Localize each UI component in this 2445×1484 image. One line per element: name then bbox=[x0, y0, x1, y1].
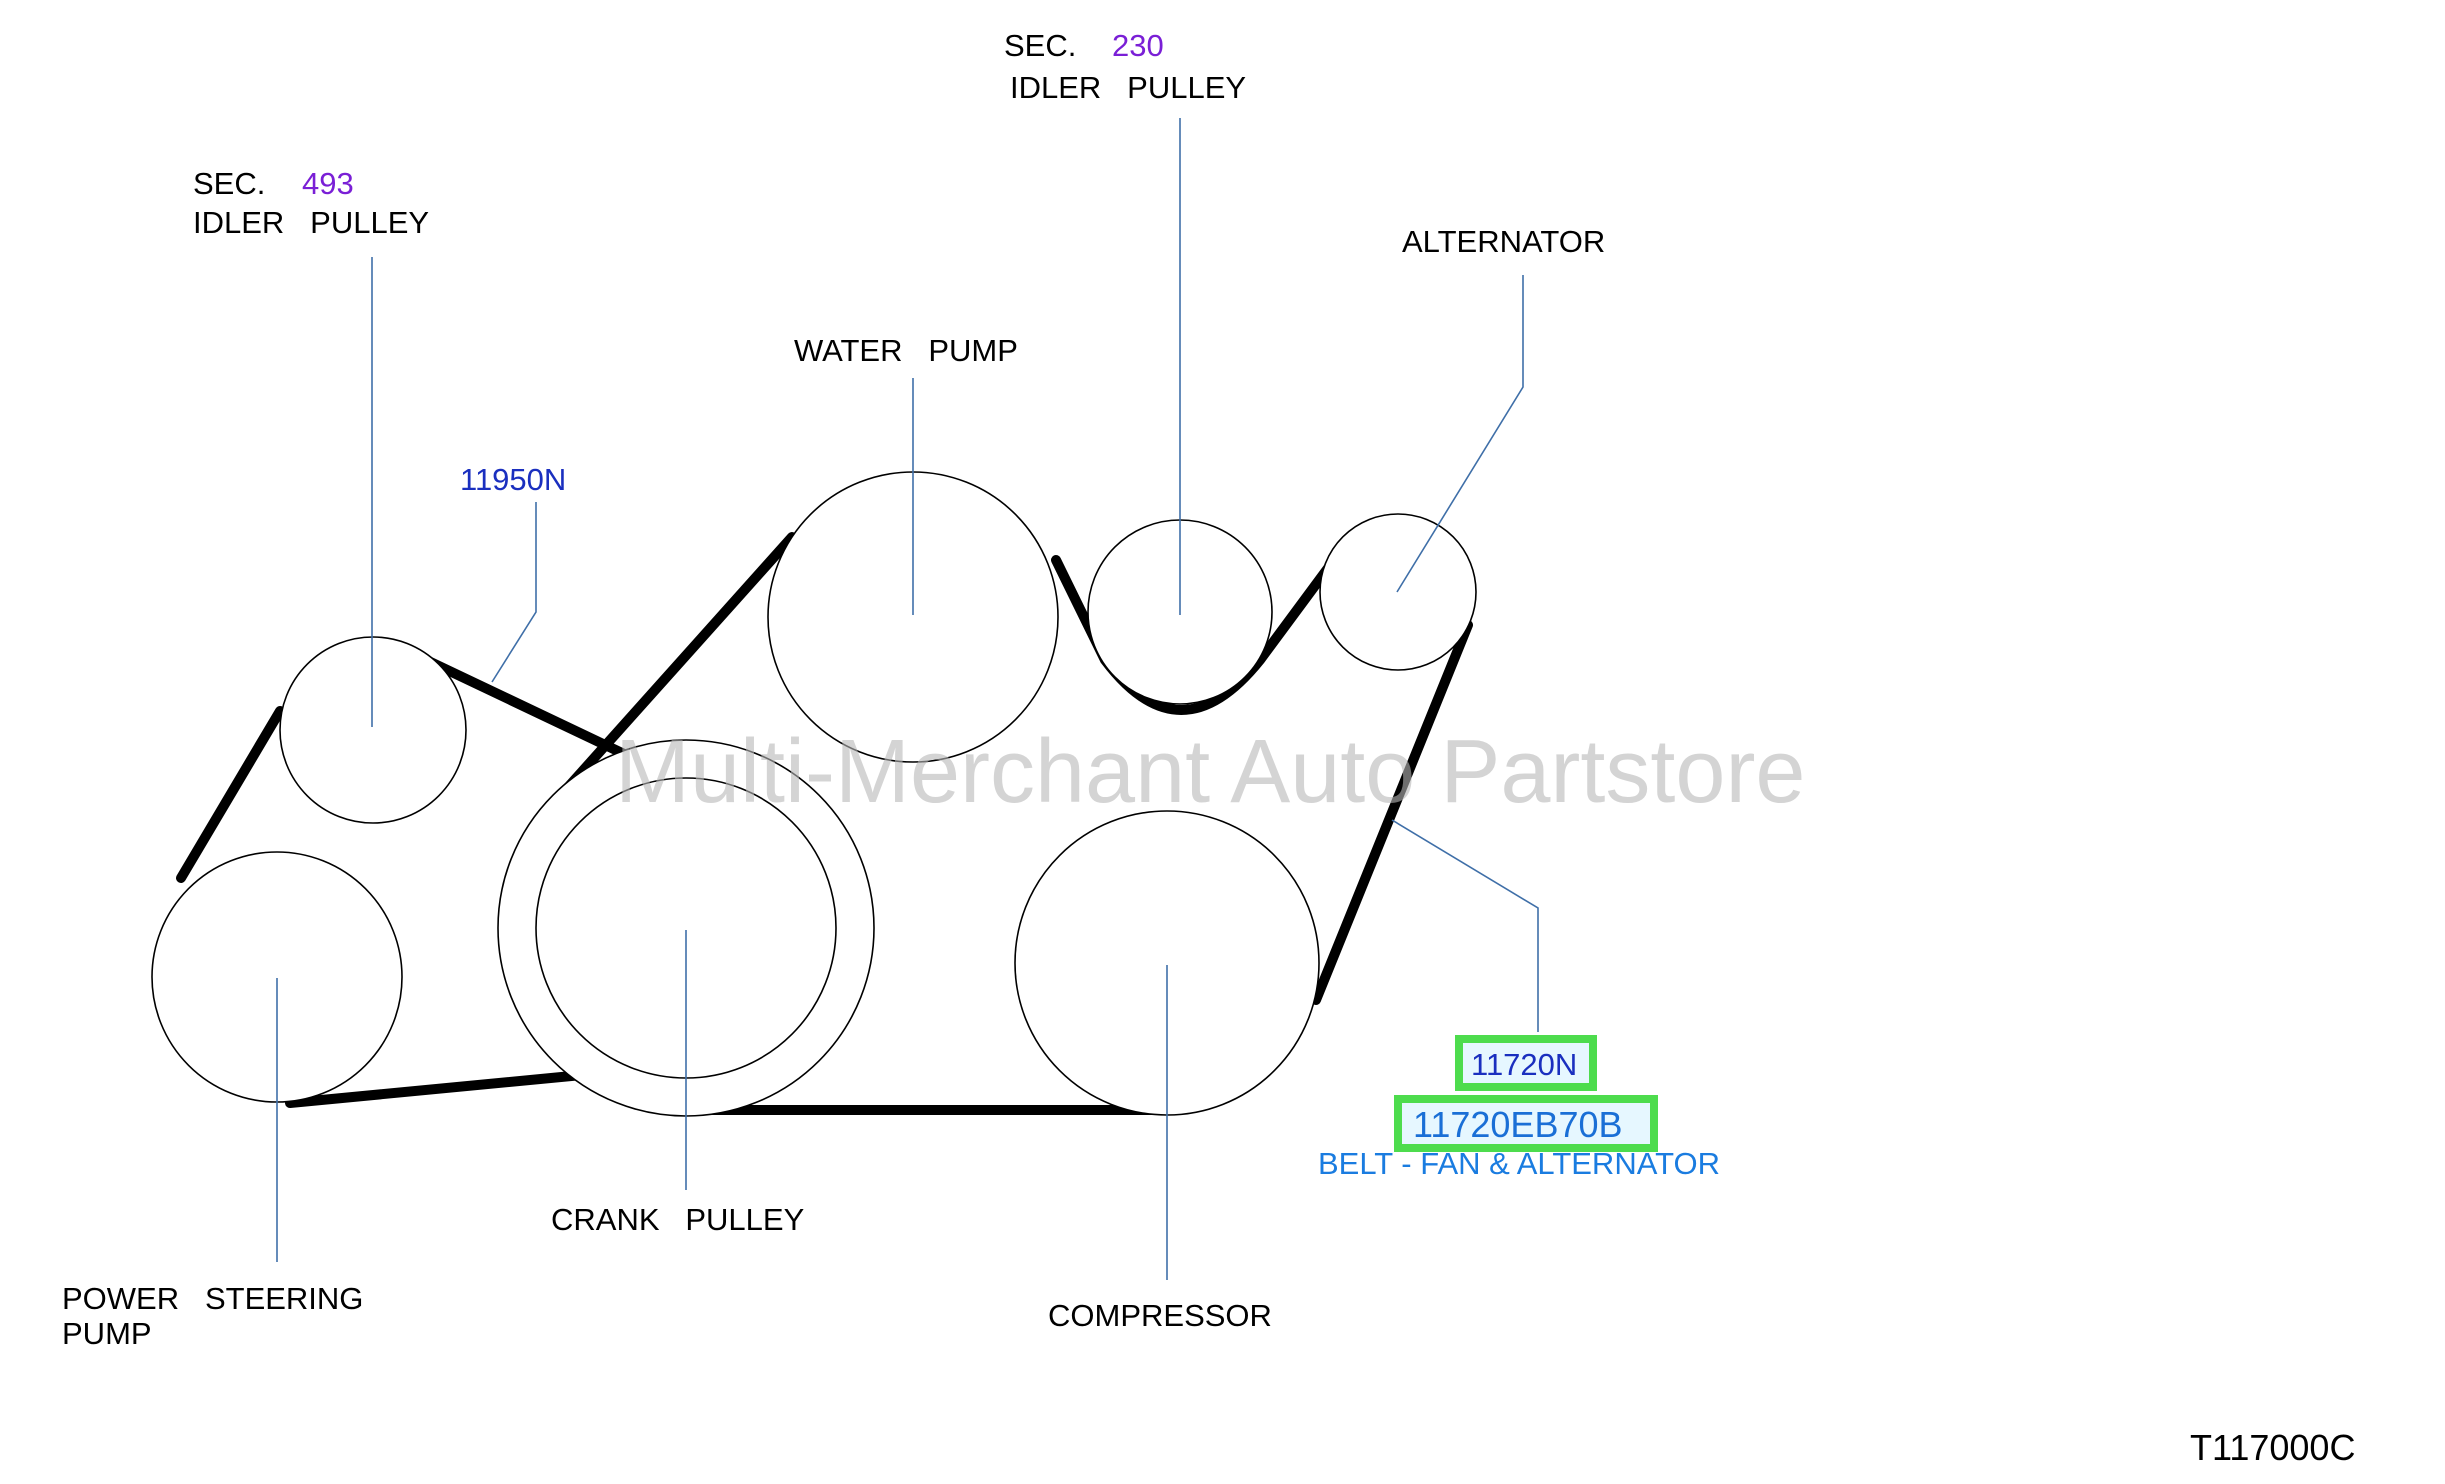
sec-230-idler-pulley-label: IDLER PULLEY bbox=[1010, 70, 1246, 105]
diagram-code: T117000C bbox=[2190, 1427, 2355, 1468]
sec-230-prefix: SEC. bbox=[1004, 28, 1076, 63]
ref-11720n-link[interactable]: 11720N bbox=[1471, 1047, 1577, 1082]
power-steering-label-line2: PUMP bbox=[62, 1316, 152, 1351]
leader-lines bbox=[276, 118, 1539, 1280]
sec-493-idler-pulley-label: IDLER PULLEY bbox=[193, 205, 429, 240]
water-pump-label: WATER PUMP bbox=[794, 333, 1018, 368]
part-number-highlight bbox=[1394, 1095, 1658, 1152]
alternator-label: ALTERNATOR bbox=[1402, 224, 1605, 259]
compressor-label: COMPRESSOR bbox=[1048, 1298, 1272, 1333]
sec-493-link[interactable]: 493 bbox=[302, 166, 354, 201]
power-steering-label-line1: POWER STEERING bbox=[62, 1281, 363, 1316]
watermark: Multi-Merchant Auto Partstore bbox=[615, 722, 1805, 822]
part-number-link[interactable]: 11720EB70B bbox=[1413, 1104, 1623, 1145]
ref-11950n-link[interactable]: 11950N bbox=[460, 462, 566, 497]
sec-493-prefix: SEC. bbox=[193, 166, 265, 201]
crank-pulley-label: CRANK PULLEY bbox=[551, 1202, 804, 1237]
ref-11720n-highlight bbox=[1455, 1035, 1597, 1091]
part-description-link[interactable]: BELT - FAN & ALTERNATOR bbox=[1318, 1146, 1720, 1181]
sec-230-link[interactable]: 230 bbox=[1112, 28, 1164, 63]
sec-493-idler-pulley[interactable] bbox=[279, 636, 467, 824]
alternator-pulley[interactable] bbox=[1319, 513, 1477, 671]
